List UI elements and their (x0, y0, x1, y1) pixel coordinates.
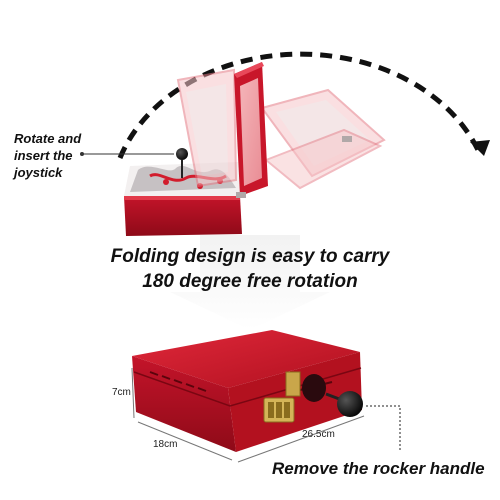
dim-length-line (237, 415, 365, 463)
rotate-callout-line-3: joystick (14, 165, 63, 180)
remove-handle-callout: Remove the rocker handle (272, 459, 485, 478)
open-console (124, 62, 386, 236)
headline-line-2: 180 degree free rotation (142, 271, 358, 292)
down-arrow-shadow (170, 235, 330, 330)
rotate-callout-line-2: insert the (14, 148, 73, 163)
dimension-length: 26.5cm (302, 429, 335, 440)
arc-arrowhead (470, 140, 490, 156)
headline-line-1: Folding design is easy to carry (110, 246, 390, 267)
dim-height-line (131, 367, 135, 419)
remove-pointer-line (366, 405, 401, 452)
rotate-callout: Rotate and insert the joystick (14, 130, 81, 181)
closed-case (132, 330, 363, 452)
dimension-width: 18cm (153, 439, 178, 450)
dimension-height: 7cm (112, 387, 131, 398)
dim-width-line (137, 421, 233, 461)
rotate-callout-line-1: Rotate and (14, 131, 82, 146)
